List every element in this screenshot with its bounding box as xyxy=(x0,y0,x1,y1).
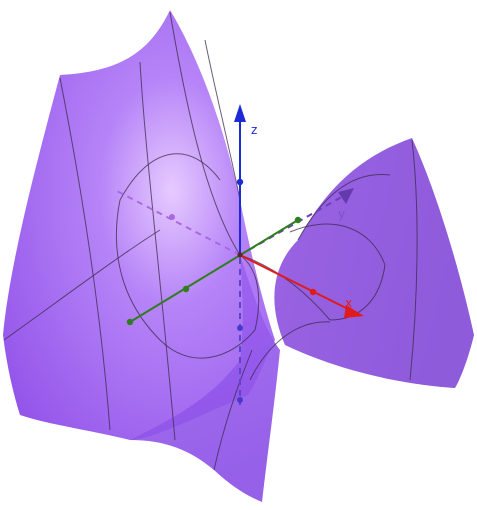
mesh-curve xyxy=(409,139,418,381)
mesh-curve xyxy=(249,321,331,381)
rotated-axis-tick-dot xyxy=(182,285,190,293)
mesh-curve xyxy=(115,199,161,341)
mesh-curve xyxy=(159,329,256,359)
surface-mesh xyxy=(3,11,418,471)
y-axis-positive-dashed xyxy=(239,194,346,256)
z-axis-label: z xyxy=(251,123,257,137)
surface-front-flap xyxy=(130,255,280,502)
x-axis-arrowhead xyxy=(344,305,364,318)
mesh-curve xyxy=(329,264,386,321)
x-axis-tick-dot xyxy=(309,288,317,296)
z-axis-arrowhead xyxy=(234,104,246,122)
mesh-curve xyxy=(213,349,253,471)
mesh-curve xyxy=(239,254,260,331)
mesh-curve xyxy=(139,61,176,441)
mesh-curve xyxy=(204,39,241,201)
mesh-curve xyxy=(59,77,111,431)
z-axis-tick-dot xyxy=(236,178,244,186)
mesh-curve xyxy=(289,223,386,266)
rotated-axis-tick-dot xyxy=(294,216,302,224)
mesh-curve xyxy=(169,11,241,256)
mesh-curve xyxy=(3,229,161,341)
surface-left-wing xyxy=(3,10,275,440)
z-axis-tick-dot xyxy=(237,325,243,331)
origin-point xyxy=(237,252,243,258)
z-axis-tick-dot xyxy=(237,397,243,403)
surface-right-wing xyxy=(274,138,474,388)
rotated-axis-line xyxy=(129,219,299,323)
hidden-axis-segments xyxy=(114,189,346,405)
x-axis xyxy=(239,254,353,312)
mesh-curve xyxy=(119,153,221,201)
y-axis-label: y xyxy=(338,207,345,221)
y-axis-negative-dashed xyxy=(114,189,241,256)
y-axis-arrowhead xyxy=(338,188,354,204)
y-axis-tick-dot xyxy=(169,214,175,220)
rotated-axis-tick-dot xyxy=(126,318,134,326)
x-axis-label: x xyxy=(345,296,352,310)
